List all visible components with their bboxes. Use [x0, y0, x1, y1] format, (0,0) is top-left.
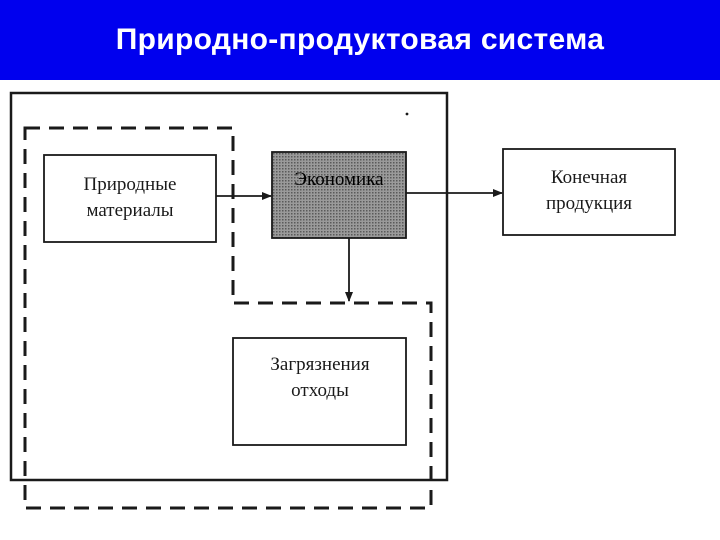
natural-materials-box: Природные материалы — [43, 154, 217, 243]
economy-box: Экономика — [271, 151, 407, 239]
dashed-boundary — [23, 126, 433, 510]
natural-materials-line1: Природные — [84, 174, 177, 195]
scan-speck — [405, 112, 409, 116]
outer-frame — [9, 91, 449, 482]
pollution-waste-line1: Загрязнения — [270, 354, 369, 375]
title-bar: Природно-продуктовая система — [0, 0, 720, 80]
economy-label: Экономика — [294, 169, 384, 190]
pollution-waste-box: Загрязнения отходы — [232, 337, 407, 446]
pollution-waste-line2: отходы — [291, 380, 349, 401]
final-products-box: Конечная продукция — [502, 148, 676, 236]
page-title: Природно-продуктовая система — [115, 23, 605, 56]
final-products-line2: продукция — [546, 193, 632, 214]
final-products-line1: Конечная — [551, 167, 628, 188]
natural-materials-line2: материалы — [86, 200, 173, 221]
